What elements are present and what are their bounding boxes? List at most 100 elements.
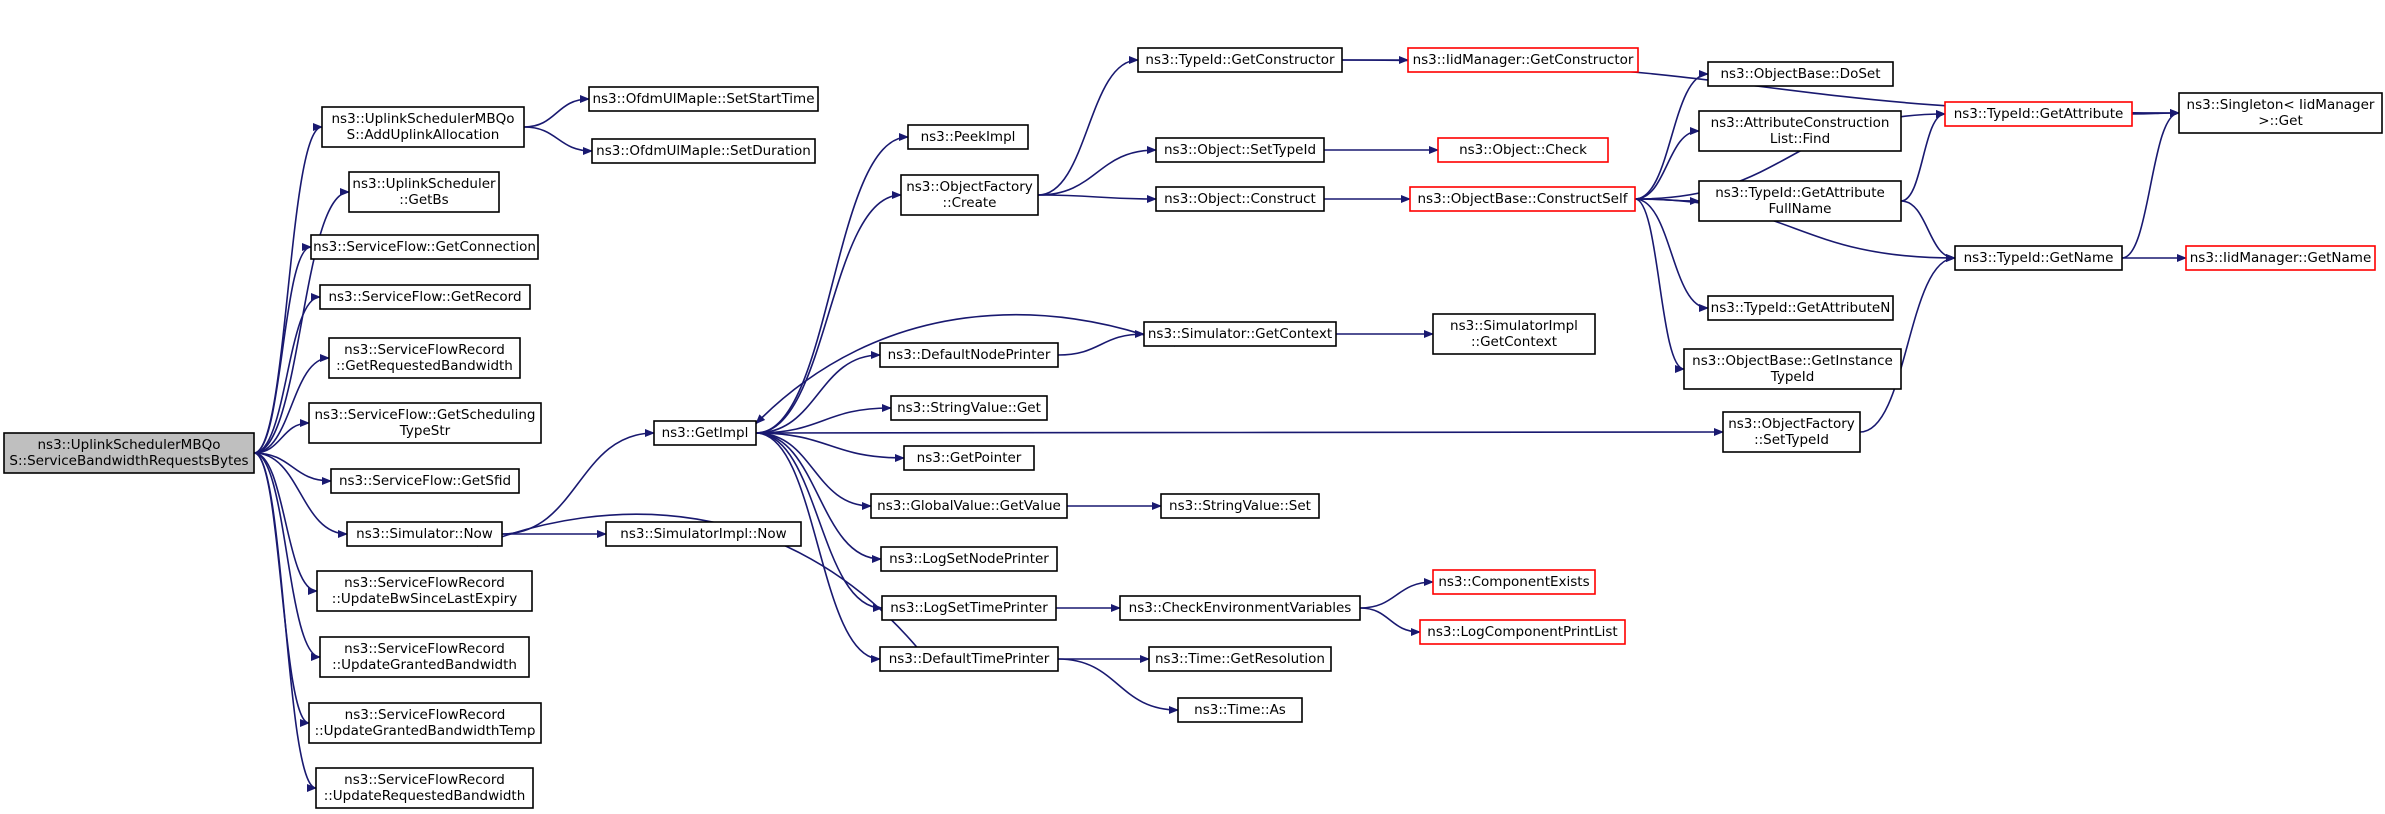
node-box	[2178, 92, 2383, 134]
node-box	[316, 570, 533, 612]
node-ofCreate[interactable]: ns3::ObjectFactory::Create	[900, 174, 1039, 216]
node-singletonGet[interactable]: ns3::Singleton< IidManager >::Get	[2178, 92, 2383, 134]
node-tidGetAttrN[interactable]: ns3::TypeId::GetAttributeN	[1707, 295, 1894, 321]
node-label: ns3::ServiceFlowRecord	[344, 641, 505, 657]
node-simImplGetContext[interactable]: ns3::SimulatorImpl::GetContext	[1432, 313, 1596, 355]
node-box	[1707, 61, 1894, 87]
node-label: ns3::Simulator::Now	[356, 526, 493, 542]
node-box	[890, 395, 1048, 421]
edge-tidGetName-to-singletonGet	[2121, 109, 2180, 259]
edge-simGetContext-to-getImpl	[755, 314, 1176, 425]
node-box	[1143, 321, 1337, 347]
node-box	[1698, 180, 1902, 222]
node-timeAs[interactable]: ns3::Time::As	[1177, 697, 1303, 723]
node-logSetNodePrinter[interactable]: ns3::LogSetNodePrinter	[880, 546, 1058, 572]
node-objCheck[interactable]: ns3::Object::Check	[1437, 137, 1609, 163]
node-simImplNow[interactable]: ns3::SimulatorImpl::Now	[605, 521, 802, 547]
node-label: ns3::CheckEnvironmentVariables	[1129, 600, 1352, 616]
node-sfGetRecord[interactable]: ns3::ServiceFlow::GetRecord	[319, 284, 531, 310]
node-simGetContext[interactable]: ns3::Simulator::GetContext	[1143, 321, 1337, 347]
node-checkEnvVars[interactable]: ns3::CheckEnvironmentVariables	[1119, 595, 1361, 621]
node-objConstruct[interactable]: ns3::Object::Construct	[1155, 186, 1325, 212]
node-box	[319, 636, 530, 678]
node-box	[1683, 348, 1902, 390]
node-layer: ns3::UplinkSchedulerMBQoS::ServiceBandwi…	[3, 47, 2383, 809]
node-label: ns3::OfdmUlMapIe::SetStartTime	[592, 91, 814, 107]
edge-obConstructSelf-to-obDoSet	[1634, 70, 1709, 200]
node-getBs[interactable]: ns3::UplinkScheduler::GetBs	[348, 171, 500, 213]
node-ofSetTypeId[interactable]: ns3::ObjectFactory::SetTypeId	[1722, 411, 1861, 453]
node-stringValueGet[interactable]: ns3::StringValue::Get	[890, 395, 1048, 421]
node-logSetTimePrinter[interactable]: ns3::LogSetTimePrinter	[881, 595, 1057, 621]
edge-ofCreate-to-objConstruct	[1037, 194, 1157, 203]
node-label: ns3::DefaultTimePrinter	[889, 651, 1050, 667]
node-typeIdGetConstructor[interactable]: ns3::TypeId::GetConstructor	[1137, 47, 1343, 73]
node-sfGetSfid[interactable]: ns3::ServiceFlow::GetSfid	[330, 468, 520, 494]
node-defaultNodePrinter[interactable]: ns3::DefaultNodePrinter	[879, 342, 1059, 368]
edge-root-to-sfrUpdateGranted	[253, 452, 321, 661]
edge-root-to-sfGetSfid	[253, 452, 332, 485]
node-label: ns3::SimulatorImpl::Now	[620, 526, 786, 542]
node-sfrUpdateGranted[interactable]: ns3::ServiceFlowRecord::UpdateGrantedBan…	[319, 636, 530, 678]
node-label: ns3::AttributeConstruction	[1711, 115, 1890, 131]
node-label: List::Find	[1770, 131, 1830, 147]
edge-ofSetTypeId-to-tidGetName	[1859, 254, 1956, 433]
node-tidGetName[interactable]: ns3::TypeId::GetName	[1954, 245, 2123, 271]
node-setStartTime[interactable]: ns3::OfdmUlMapIe::SetStartTime	[588, 86, 819, 112]
node-label: ns3::Time::As	[1194, 702, 1286, 718]
node-iidGetConstructor[interactable]: ns3::IidManager::GetConstructor	[1407, 47, 1639, 73]
node-sfrUpdateRequested[interactable]: ns3::ServiceFlowRecord::UpdateRequestedB…	[315, 767, 534, 809]
node-obDoSet[interactable]: ns3::ObjectBase::DoSet	[1707, 61, 1894, 87]
node-label: ns3::Singleton< IidManager	[2187, 97, 2375, 113]
node-box	[1160, 493, 1320, 519]
node-box	[1432, 569, 1596, 595]
node-label: ns3::TypeId::GetAttribute	[1715, 185, 1885, 201]
node-root[interactable]: ns3::UplinkSchedulerMBQoS::ServiceBandwi…	[3, 432, 255, 474]
node-sfGetConnection[interactable]: ns3::ServiceFlow::GetConnection	[310, 234, 539, 260]
node-box	[881, 595, 1057, 621]
node-addUplink[interactable]: ns3::UplinkSchedulerMBQoS::AddUplinkAllo…	[321, 106, 525, 148]
node-label: ns3::ComponentExists	[1438, 574, 1589, 590]
node-label: ns3::ServiceFlow::GetSfid	[339, 473, 511, 489]
node-defaultTimePrinter[interactable]: ns3::DefaultTimePrinter	[879, 646, 1059, 672]
node-label: ::UpdateGrantedBandwidth	[332, 657, 517, 673]
node-label: ::UpdateBwSinceLastExpiry	[332, 591, 517, 607]
node-label: ns3::ObjectBase::DoSet	[1720, 66, 1880, 82]
node-componentExists[interactable]: ns3::ComponentExists	[1432, 569, 1596, 595]
node-iidGetName[interactable]: ns3::IidManager::GetName	[2185, 245, 2376, 271]
node-stringValueSet[interactable]: ns3::StringValue::Set	[1160, 493, 1320, 519]
node-label: S::ServiceBandwidthRequestsBytes	[9, 453, 248, 469]
edge-getImpl-to-logSetTimePrinter	[755, 432, 883, 612]
node-obConstructSelf[interactable]: ns3::ObjectBase::ConstructSelf	[1409, 186, 1636, 212]
node-gvGetValue[interactable]: ns3::GlobalValue::GetValue	[870, 493, 1068, 519]
node-label: ns3::LogSetTimePrinter	[890, 600, 1048, 616]
node-box	[1177, 697, 1303, 723]
node-simNow[interactable]: ns3::Simulator::Now	[346, 521, 503, 547]
node-logComponentPrintList[interactable]: ns3::LogComponentPrintList	[1419, 619, 1626, 645]
node-label: ::SetTypeId	[1754, 432, 1829, 448]
node-sfrUpdateBwSince[interactable]: ns3::ServiceFlowRecord::UpdateBwSinceLas…	[316, 570, 533, 612]
node-label: ns3::LogSetNodePrinter	[889, 551, 1049, 567]
node-box	[879, 342, 1059, 368]
node-getImpl[interactable]: ns3::GetImpl	[653, 420, 757, 446]
node-setDuration[interactable]: ns3::OfdmUlMapIe::SetDuration	[591, 138, 816, 164]
node-objSetTypeId[interactable]: ns3::Object::SetTypeId	[1155, 137, 1325, 163]
node-label: S::AddUplinkAllocation	[347, 127, 500, 143]
node-sfrGetRequestedBw[interactable]: ns3::ServiceFlowRecord::GetRequestedBand…	[328, 337, 521, 379]
node-sfrUpdateGrantedTemp[interactable]: ns3::ServiceFlowRecord::UpdateGrantedBan…	[308, 702, 542, 744]
node-label: ns3::TypeId::GetName	[1964, 250, 2114, 266]
node-tidGetAttribute[interactable]: ns3::TypeId::GetAttribute	[1944, 101, 2133, 127]
node-label: ns3::IidManager::GetConstructor	[1413, 52, 1634, 68]
node-timeGetResolution[interactable]: ns3::Time::GetResolution	[1148, 646, 1332, 672]
node-box	[319, 284, 531, 310]
node-peekImpl[interactable]: ns3::PeekImpl	[907, 124, 1029, 150]
node-getPointer[interactable]: ns3::GetPointer	[903, 445, 1035, 471]
node-label: ns3::ServiceFlowRecord	[344, 772, 505, 788]
edge-root-to-sfGetRecord	[253, 293, 321, 454]
node-label: ns3::UplinkScheduler	[352, 176, 496, 192]
node-label: ns3::Object::Check	[1459, 142, 1587, 158]
